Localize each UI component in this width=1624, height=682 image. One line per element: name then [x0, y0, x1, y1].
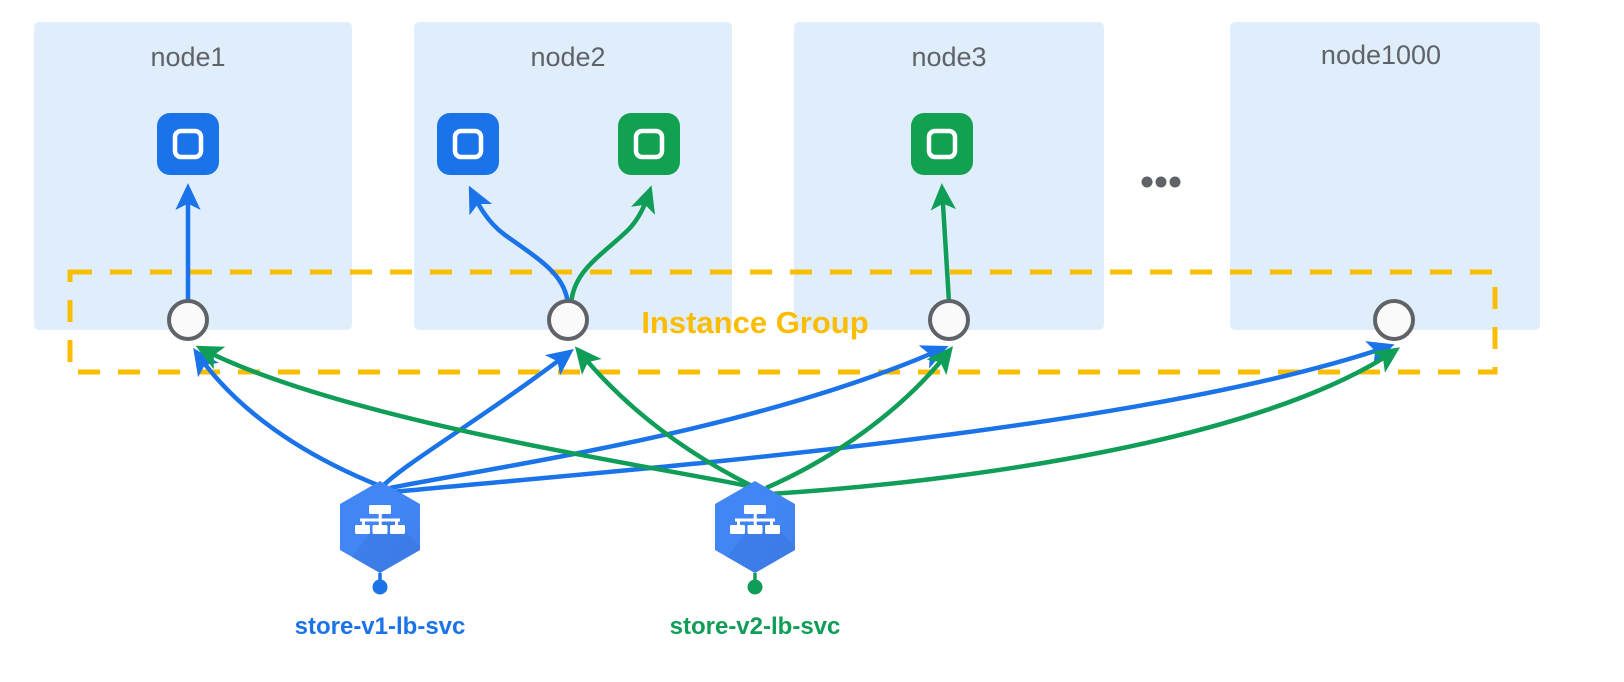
node-box-node2	[414, 22, 732, 330]
instance-group-endpoints	[167, 299, 1415, 341]
node-box-node1000	[1230, 22, 1540, 330]
curve-v1-to-node1000-endpoint	[391, 341, 1395, 495]
pod-icon	[172, 128, 204, 160]
endpoint-node1[interactable]	[167, 299, 209, 341]
service-store-v2-lb-svc[interactable]	[715, 481, 795, 595]
pod-node2-v2[interactable]	[618, 113, 680, 175]
curve-v2-to-node3-endpoint	[765, 346, 954, 491]
pods	[157, 113, 973, 175]
service-label-store-v2-lb-svc: store-v2-lb-svc	[670, 613, 841, 640]
service-v2-endpoint-dot	[747, 579, 763, 595]
service-label-store-v1-lb-svc: store-v1-lb-svc	[295, 613, 466, 640]
service-v2-connectors	[195, 345, 1401, 497]
curve-v1-to-node2-endpoint	[381, 349, 574, 488]
pod-icon	[452, 128, 484, 160]
instance-group-label: Instance Group	[641, 305, 868, 340]
curve-v2-to-node1000-endpoint	[769, 347, 1401, 497]
node-labels: node1 node2 node3 node1000	[150, 40, 1441, 72]
connector-node2-endpoint-to-pod-v2	[568, 185, 656, 306]
pod-icon	[633, 128, 665, 160]
curve-v2-to-node2-endpoint	[574, 346, 754, 489]
pod-node3-v2[interactable]	[911, 113, 973, 175]
curve-v2-to-node1-endpoint	[195, 345, 749, 489]
endpoint-node3[interactable]	[928, 299, 970, 341]
service-v1-endpoint-dot	[372, 579, 388, 595]
instance-group-boundary	[67, 269, 1498, 375]
pod-node1-v1[interactable]	[157, 113, 219, 175]
hexagon-shadow	[352, 512, 420, 573]
load-balancer-icon	[730, 505, 780, 534]
hexagon-shadow	[727, 512, 795, 573]
endpoint-node2[interactable]	[547, 299, 589, 341]
pod-node2-v1[interactable]	[437, 113, 499, 175]
node-label-node1: node1	[150, 42, 225, 72]
node-label-node3: node3	[911, 42, 986, 72]
ellipsis-indicator	[1141, 176, 1181, 188]
pod-icon	[926, 128, 958, 160]
curve-v1-to-node3-endpoint	[389, 345, 949, 491]
endpoint-node1000[interactable]	[1373, 299, 1415, 341]
service-store-v1-lb-svc[interactable]	[340, 481, 420, 595]
load-balancer-icon	[355, 505, 405, 534]
curve-v1-to-node1-endpoint	[193, 347, 381, 489]
pod-endpoint-connectors	[175, 183, 956, 306]
node-boxes	[34, 22, 1540, 330]
node-label-node1000: node1000	[1321, 40, 1441, 70]
node-label-node2: node2	[530, 42, 605, 72]
connector-node2-endpoint-to-pod-v1	[468, 185, 571, 306]
connector-node3-endpoint-to-pod-v2	[930, 183, 956, 303]
node-box-node1	[34, 22, 352, 330]
service-v1-connectors	[193, 341, 1395, 495]
node-box-node3	[794, 22, 1104, 330]
